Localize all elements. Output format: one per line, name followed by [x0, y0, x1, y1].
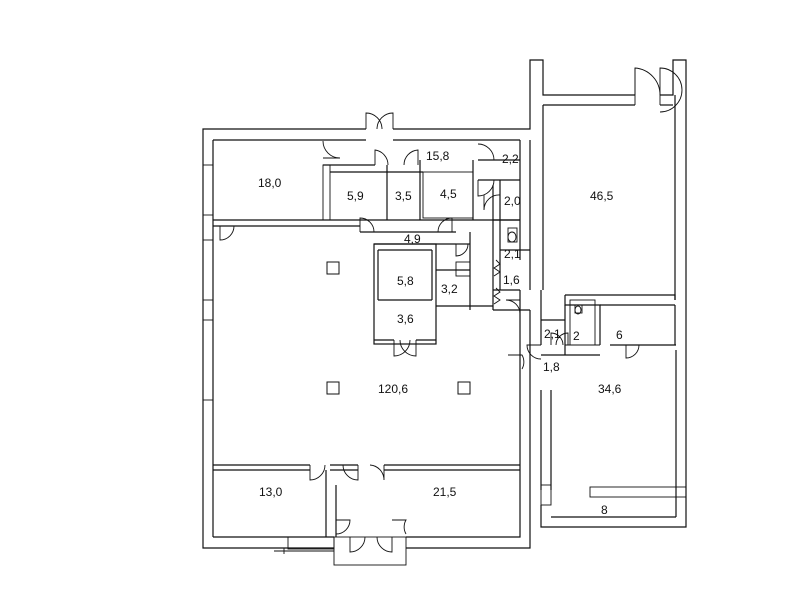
column [457, 381, 471, 395]
column [326, 261, 340, 275]
room-label-18-0: 18,0 [258, 176, 282, 190]
room-label-2-1-b: 2,1 [544, 327, 561, 341]
toilets [507, 231, 582, 315]
room-labels: 18,0 5,9 3,5 4,5 15,8 2,2 2,0 46,5 4,9 2… [258, 149, 623, 517]
room-label-46-5: 46,5 [590, 189, 614, 203]
room-label-3-5: 3,5 [395, 189, 412, 203]
outer-walls [202, 59, 635, 566]
room-label-5-8: 5,8 [397, 274, 414, 288]
doors [219, 67, 683, 553]
room-label-2-1-wc: 2,1 [504, 247, 521, 261]
interior-walls [213, 159, 530, 537]
room-label-4-5: 4,5 [440, 187, 457, 201]
columns [326, 261, 471, 395]
room-label-1-6: 1,6 [503, 273, 520, 287]
room-label-15-8: 15,8 [426, 149, 450, 163]
room-label-2: 2 [573, 329, 580, 343]
room-label-13-0: 13,0 [259, 485, 283, 499]
room-label-21-5: 21,5 [433, 485, 457, 499]
room-label-34-6: 34,6 [598, 382, 622, 396]
toilet-icon [507, 231, 517, 243]
toilet-icon [574, 305, 582, 315]
room-label-6: 6 [616, 328, 623, 342]
room-label-2-0: 2,0 [504, 194, 521, 208]
column [326, 381, 340, 395]
room-label-2-2: 2,2 [502, 152, 519, 166]
room-label-1-8: 1,8 [543, 360, 560, 374]
room-label-5-9: 5,9 [347, 189, 364, 203]
right-building-walls [540, 59, 687, 528]
room-label-3-2: 3,2 [441, 282, 458, 296]
room-label-3-6: 3,6 [397, 312, 414, 326]
room-label-8: 8 [601, 503, 608, 517]
room-label-4-9: 4,9 [404, 232, 421, 246]
room-label-120-6: 120,6 [378, 382, 408, 396]
